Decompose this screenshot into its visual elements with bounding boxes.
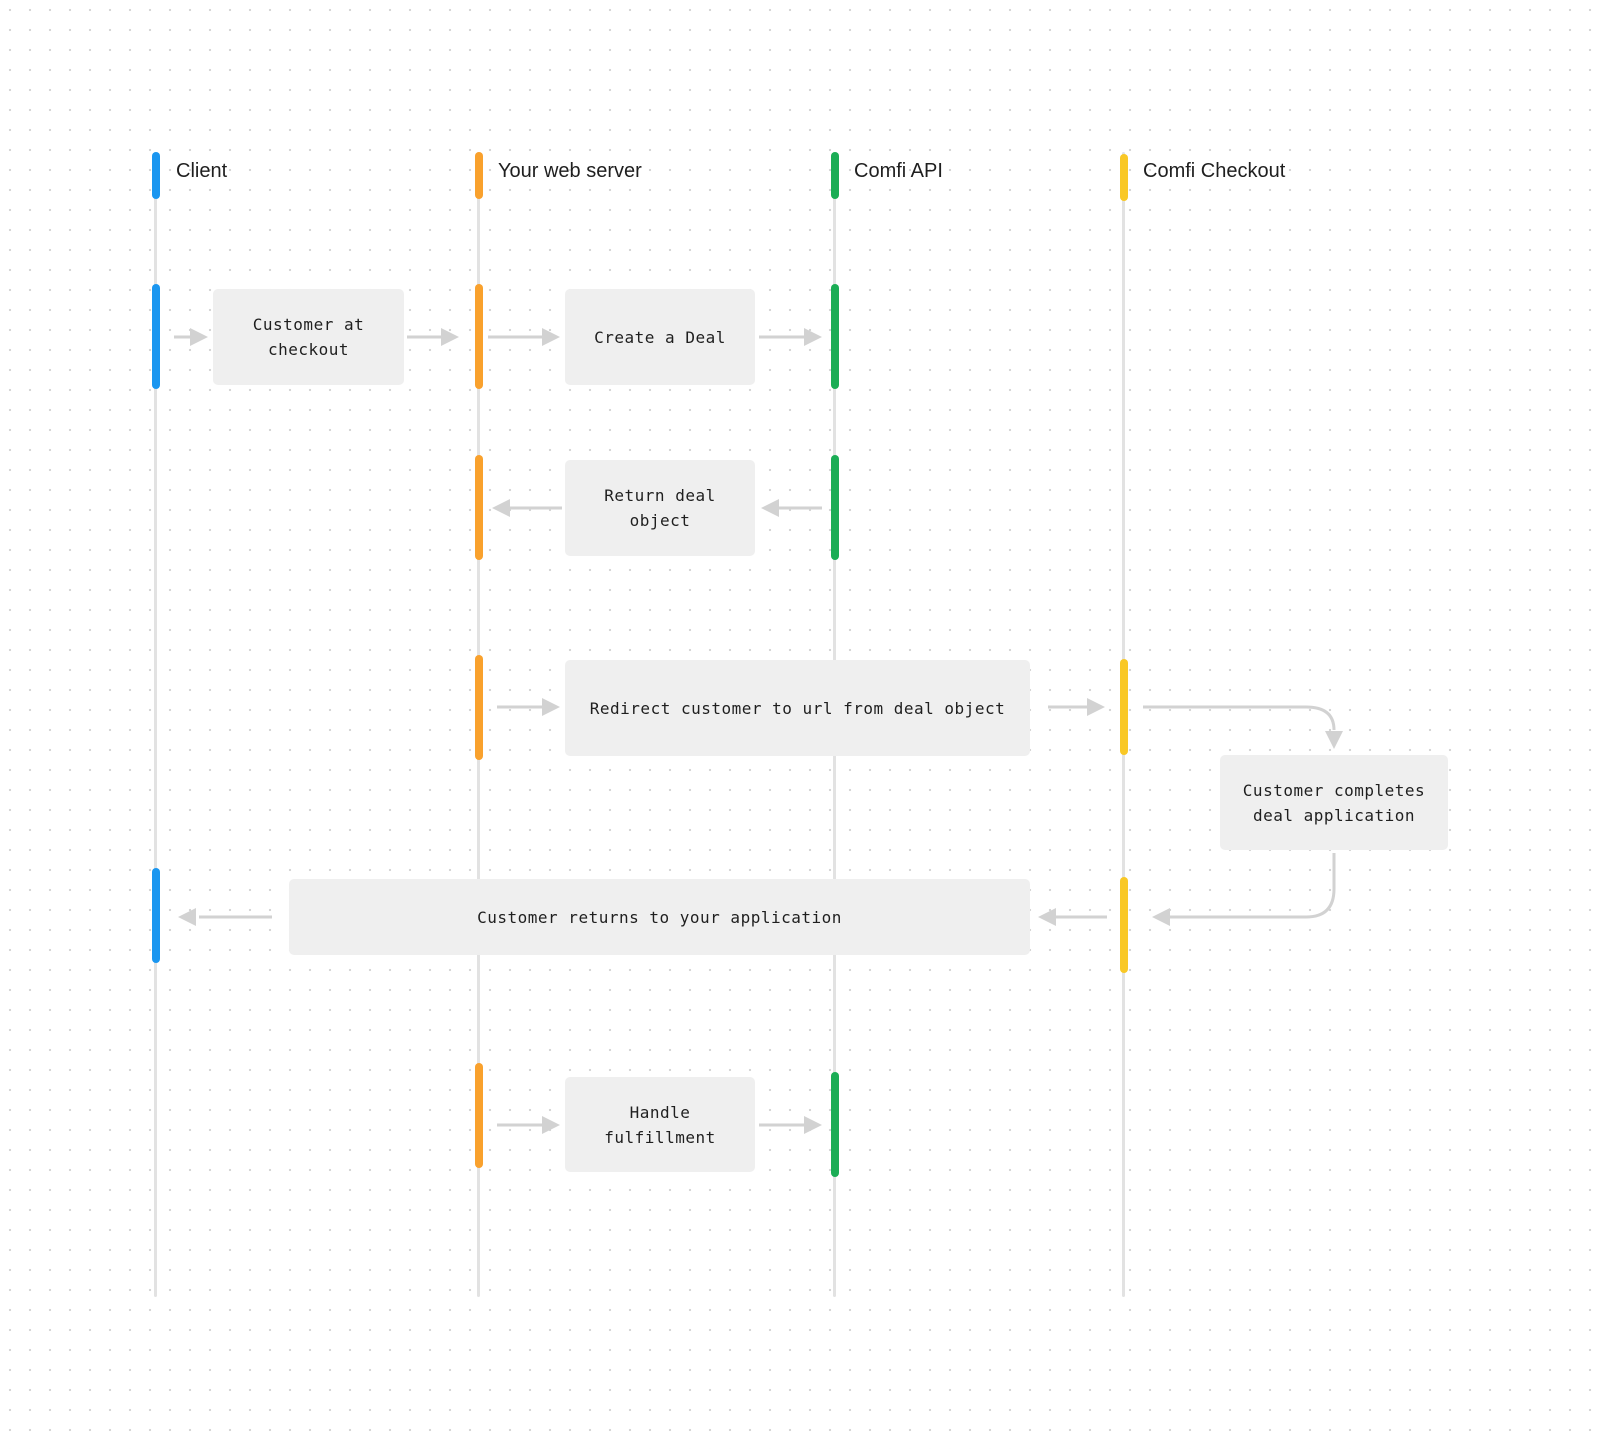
create-deal-box: Create a Deal [565, 289, 755, 385]
customer-returns-box: Customer returns to your application [289, 879, 1030, 955]
arrow-checkout-to-application [1143, 705, 1336, 731]
arrowhead [1325, 731, 1343, 749]
web-server-header-label: Your web server [498, 160, 642, 182]
arrowhead [804, 1116, 822, 1134]
web-server-activation-fulfillment [475, 1063, 483, 1168]
comfi-api-activation-return [831, 455, 839, 560]
arrowhead [542, 698, 560, 716]
comfi-api-header-label: Comfi API [854, 160, 943, 182]
arrowhead [178, 908, 196, 926]
web-server-activation-create [475, 284, 483, 389]
comfi-api-activation-fulfillment [831, 1072, 839, 1177]
comfi-checkout-header-label: Comfi Checkout [1143, 160, 1286, 182]
arrowhead [441, 328, 459, 346]
redirect-customer-box: Redirect customer to url from deal objec… [565, 660, 1030, 756]
arrowhead [1038, 908, 1056, 926]
arrowhead [542, 1116, 560, 1134]
comfi-api-activation-create [831, 284, 839, 389]
arrow-application-to-checkout [1168, 853, 1336, 919]
comfi-api-header-bar [831, 152, 839, 199]
client-header-bar [152, 152, 160, 199]
customer-completes-application-box: Customer completes deal application [1220, 755, 1448, 850]
arrowhead [542, 328, 560, 346]
comfi-checkout-header-bar [1120, 154, 1128, 201]
comfi-checkout-activation-returns [1120, 877, 1128, 973]
web-server-header-bar [475, 152, 483, 199]
client-activation-checkout [152, 284, 160, 389]
arrowhead [1152, 908, 1170, 926]
arrowhead [492, 499, 510, 517]
arrowhead [1087, 698, 1105, 716]
client-lifeline [154, 152, 157, 1297]
return-deal-object-box: Return deal object [565, 460, 755, 556]
arrowhead [804, 328, 822, 346]
comfi-checkout-activation-redirect [1120, 659, 1128, 755]
handle-fulfillment-box: Handle fulfillment [565, 1077, 755, 1172]
client-header-label: Client [176, 160, 228, 182]
arrowhead [190, 328, 208, 346]
web-server-activation-redirect [475, 655, 483, 760]
customer-at-checkout-box: Customer at checkout [213, 289, 404, 385]
web-server-activation-return [475, 455, 483, 560]
client-activation-returns [152, 868, 160, 963]
arrowhead [761, 499, 779, 517]
